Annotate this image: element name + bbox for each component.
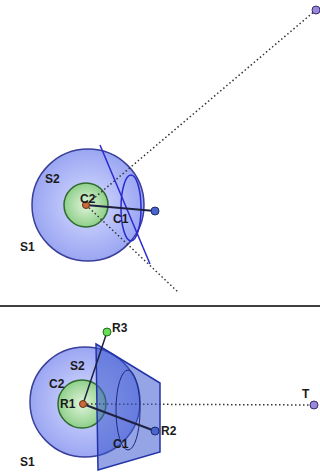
- point-label: S2: [70, 360, 85, 372]
- point-label: R3: [112, 322, 127, 334]
- dotted-ray: [86, 10, 316, 205]
- point-label: C2: [80, 193, 95, 205]
- point: [151, 207, 159, 215]
- dotted-ray: [86, 205, 178, 292]
- point: [310, 401, 318, 409]
- point-label: C1: [113, 213, 128, 225]
- point-label: C2: [49, 378, 64, 390]
- bottom-panel: [30, 328, 318, 470]
- ray-line: [83, 332, 107, 404]
- ray-line: [83, 404, 155, 431]
- tangent-line: [100, 145, 150, 264]
- point: [312, 6, 320, 14]
- point-label: C1: [113, 438, 128, 450]
- point-label: R2: [161, 425, 176, 437]
- point-label: T: [302, 388, 309, 400]
- point-label: R1: [60, 398, 75, 410]
- radius-line: [86, 205, 155, 211]
- center-point: [80, 401, 87, 408]
- point: [151, 427, 159, 435]
- inner-sphere: [64, 183, 108, 227]
- separator: [0, 305, 320, 307]
- point-label: S1: [20, 456, 35, 468]
- point-label: S1: [20, 241, 35, 253]
- point-label: S2: [45, 173, 60, 185]
- plane: [96, 344, 160, 470]
- point: [103, 328, 111, 336]
- top-panel: [32, 6, 320, 292]
